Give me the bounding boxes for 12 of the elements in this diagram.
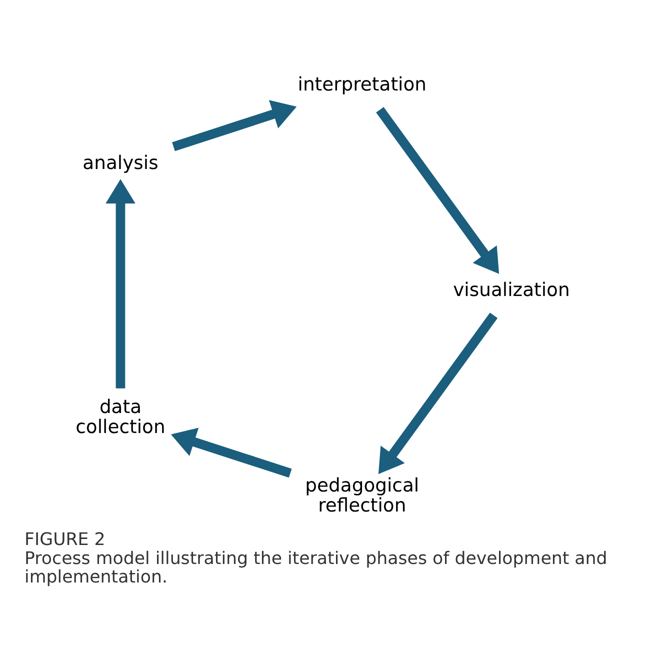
node-text: interpretation bbox=[298, 74, 427, 96]
arrow bbox=[378, 312, 498, 474]
node-text: analysis bbox=[82, 152, 158, 174]
label: FIGURE 2 bbox=[24, 530, 106, 550]
arrow bbox=[106, 179, 136, 388]
node-text: visualization bbox=[453, 280, 570, 301]
caption: Process model illustrating the iterative phases of development and implementation. bbox=[24, 548, 608, 588]
arrow bbox=[376, 107, 500, 274]
arrow bbox=[170, 428, 292, 478]
node-text: pedagogical reflection bbox=[305, 475, 420, 516]
node-text: data collection bbox=[76, 396, 166, 438]
arrow bbox=[172, 100, 297, 152]
